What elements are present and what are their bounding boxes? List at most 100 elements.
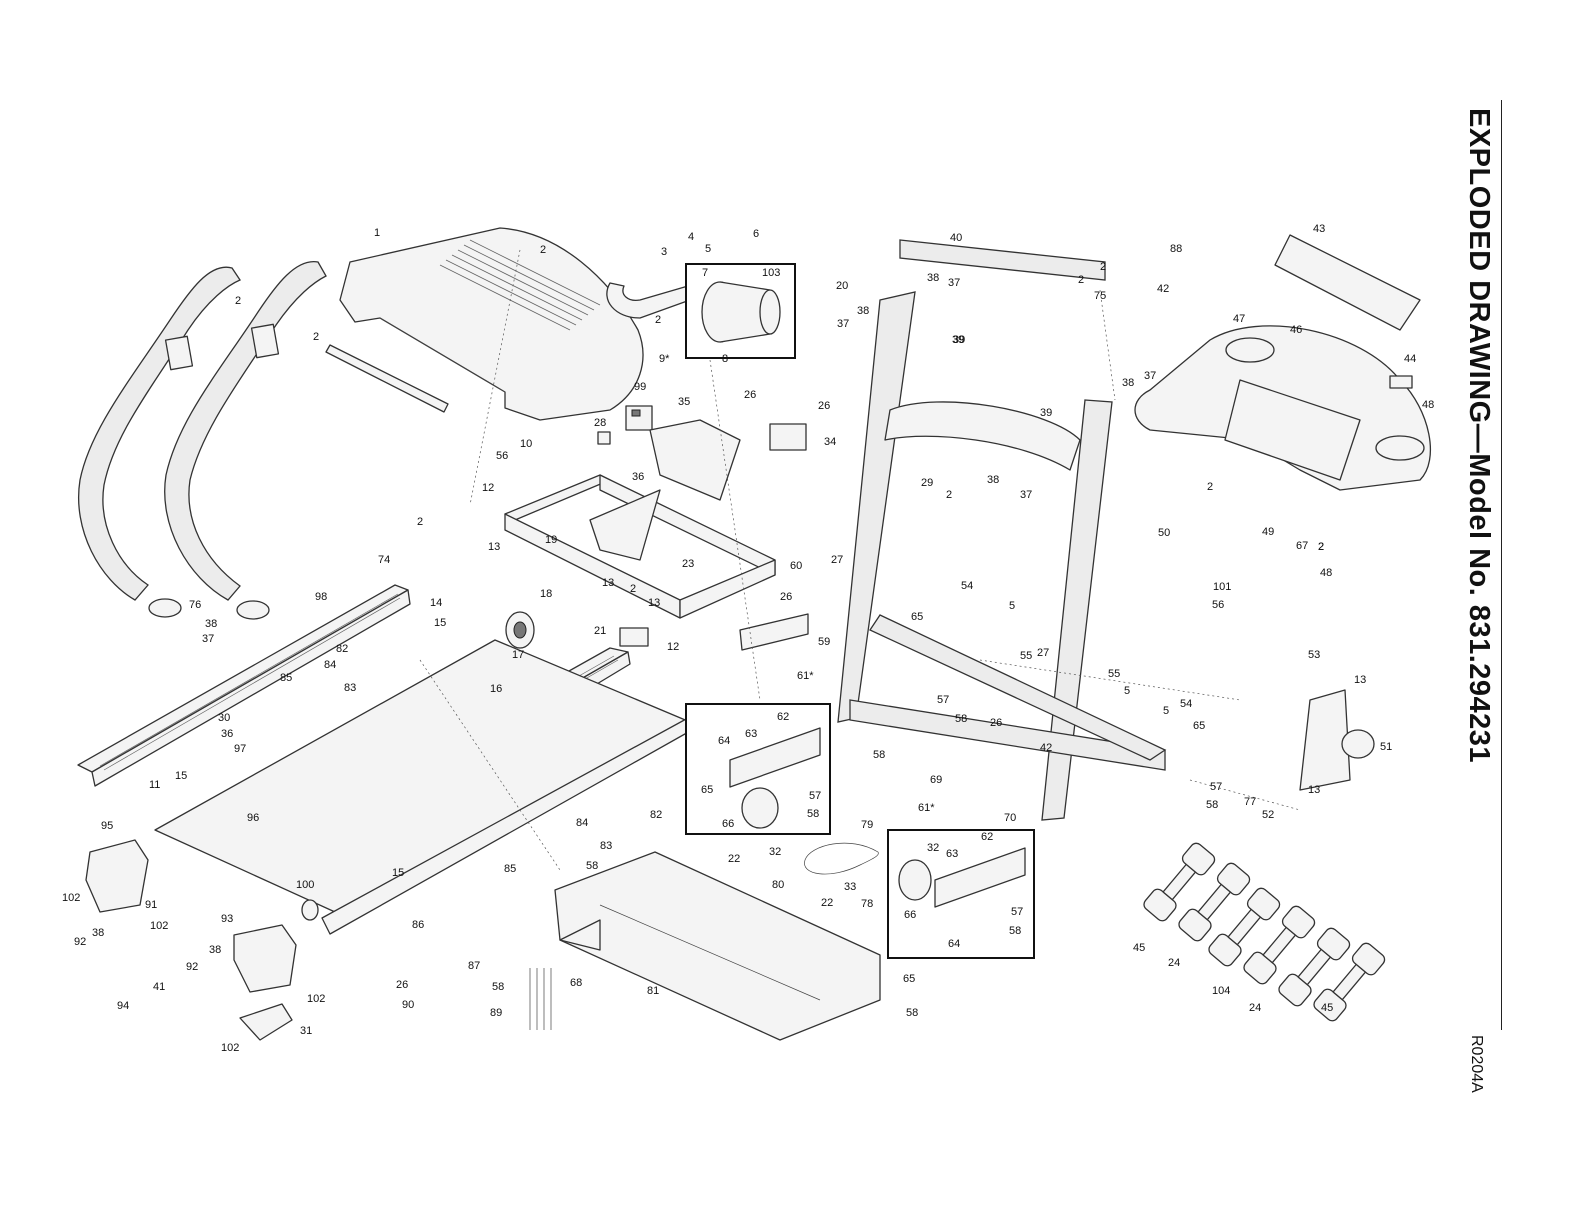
callout: 2 [235,295,241,307]
callout: 64 [948,938,960,950]
bracket-35 [649,419,741,501]
callout: 24 [1168,957,1180,969]
callout: 5 [1124,685,1130,697]
incline-motor-51 [1299,689,1375,791]
callout: 5 [1009,600,1015,612]
callout: 22 [821,897,833,909]
callout: 4 [688,231,694,243]
callout: 52 [1262,809,1274,821]
callout: 65 [1193,720,1205,732]
callout: 83 [344,682,356,694]
callout: 81 [647,985,659,997]
callout: 38 [857,305,869,317]
callout: 32 [769,846,781,858]
callout: 51 [1380,741,1392,753]
callout: 99 [634,381,646,393]
callout: 45 [1133,942,1145,954]
callout: 65 [701,784,713,796]
callout: 102 [307,993,325,1005]
callout: 34 [824,436,836,448]
callout: 47 [1233,313,1245,325]
callout: 61* [918,802,935,814]
console-overlay-43 [1274,234,1421,331]
callout: 40 [950,232,962,244]
callout: 13 [602,577,614,589]
callout: 65 [911,611,923,623]
callout: 41 [153,981,165,993]
wheel-66-left [729,727,821,829]
bracket-21 [619,627,649,647]
callout: 65 [903,973,915,985]
callout: 58 [492,981,504,993]
callout: 82 [650,809,662,821]
callout: 38 [987,474,999,486]
callout: 102 [62,892,80,904]
callout: 23 [682,558,694,570]
callout: 18 [540,588,552,600]
callout: 1 [374,227,380,239]
callout: 58 [955,713,967,725]
drawing-code: R0204A [1468,1035,1485,1093]
callout: 85 [504,863,516,875]
callout: 42 [1040,742,1052,754]
callout: 53 [1308,649,1320,661]
callout: 27 [1037,647,1049,659]
rear-cap-95 [85,839,149,913]
callout: 101 [1213,581,1231,593]
callout: 39 [1040,407,1052,419]
callout: 26 [744,389,756,401]
callout: 100 [296,879,314,891]
callout: 66 [722,818,734,830]
callout: 69 [930,774,942,786]
callout: 2 [417,516,423,528]
callout: 2 [946,489,952,501]
callout: 84 [576,817,588,829]
callout: 63 [745,728,757,740]
callout: 75 [1094,290,1106,302]
callout: 2 [1100,261,1106,273]
callout: 26 [818,400,830,412]
callout: 15 [175,770,187,782]
callout: 104 [1212,985,1230,997]
callout: 24 [1249,1002,1261,1014]
callout: 5 [1163,705,1169,717]
bracket-73-right [250,323,280,359]
callout: 13 [1354,674,1366,686]
callout-labels: 1 2 2 2 2 2 2 2 2 2 2 2 3 4 5 6 7 103 20… [62,223,1434,1054]
callout: 58 [1206,799,1218,811]
console-base-47 [1134,325,1432,491]
callout: 17 [512,649,524,661]
callout: 76 [189,599,201,611]
callout: 88 [1170,243,1182,255]
callout: 102 [150,920,168,932]
callout: 55 [1108,668,1120,680]
callout: 12 [482,482,494,494]
callout: 13 [648,597,660,609]
callout: 70 [1004,812,1016,824]
callout: 68 [570,977,582,989]
callout: 15 [392,867,404,879]
callout: 54 [961,580,973,592]
callout: 58 [873,749,885,761]
clip-28 [597,431,611,445]
callout: 37 [1144,370,1156,382]
callout: 58 [807,808,819,820]
callout: 58 [1009,925,1021,937]
callout: 85 [280,672,292,684]
callout: 62 [981,831,993,843]
base-cover-81 [554,851,881,1041]
callout: 38 [205,618,217,630]
callout: 32 [927,842,939,854]
callout: 16 [490,683,502,695]
callout: 37 [1020,489,1032,501]
callout: 36 [632,471,644,483]
callout: 78 [861,898,873,910]
callout: 2 [655,314,661,326]
callout: 56 [496,450,508,462]
callout: 64 [718,735,730,747]
motor-8 [701,281,781,343]
callout: 3 [661,246,667,258]
rear-cap-93 [233,924,297,993]
handrail-71 [78,266,241,601]
callout: 59 [818,636,830,648]
